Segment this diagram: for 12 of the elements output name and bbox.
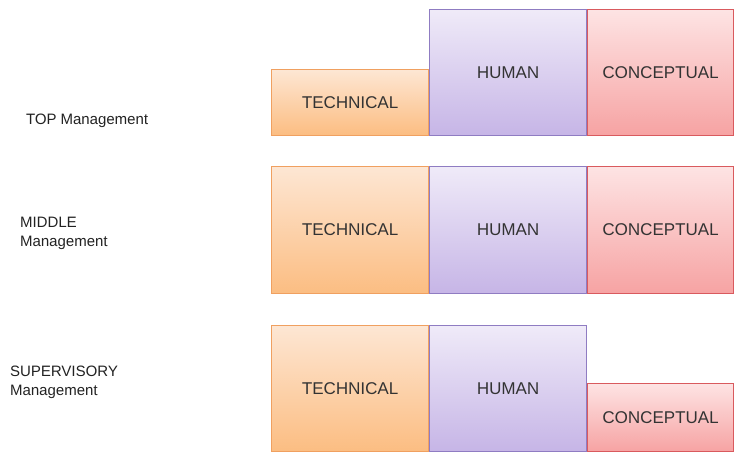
conceptual-skill-block: CONCEPTUAL <box>587 166 734 294</box>
human-skill-block: HUMAN <box>429 9 587 136</box>
technical-skill-block: TECHNICAL <box>271 325 429 452</box>
human-skill-block: HUMAN <box>429 325 587 452</box>
technical-skill-block: TECHNICAL <box>271 166 429 294</box>
conceptual-skill-block: CONCEPTUAL <box>587 9 734 136</box>
management-level-label: TOP Management <box>26 110 148 129</box>
technical-skill-block: TECHNICAL <box>271 69 429 136</box>
management-level-label: SUPERVISORY Management <box>10 362 119 400</box>
management-level-label: MIDDLE Management <box>20 213 109 251</box>
human-skill-block: HUMAN <box>429 166 587 294</box>
conceptual-skill-block: CONCEPTUAL <box>587 383 734 452</box>
